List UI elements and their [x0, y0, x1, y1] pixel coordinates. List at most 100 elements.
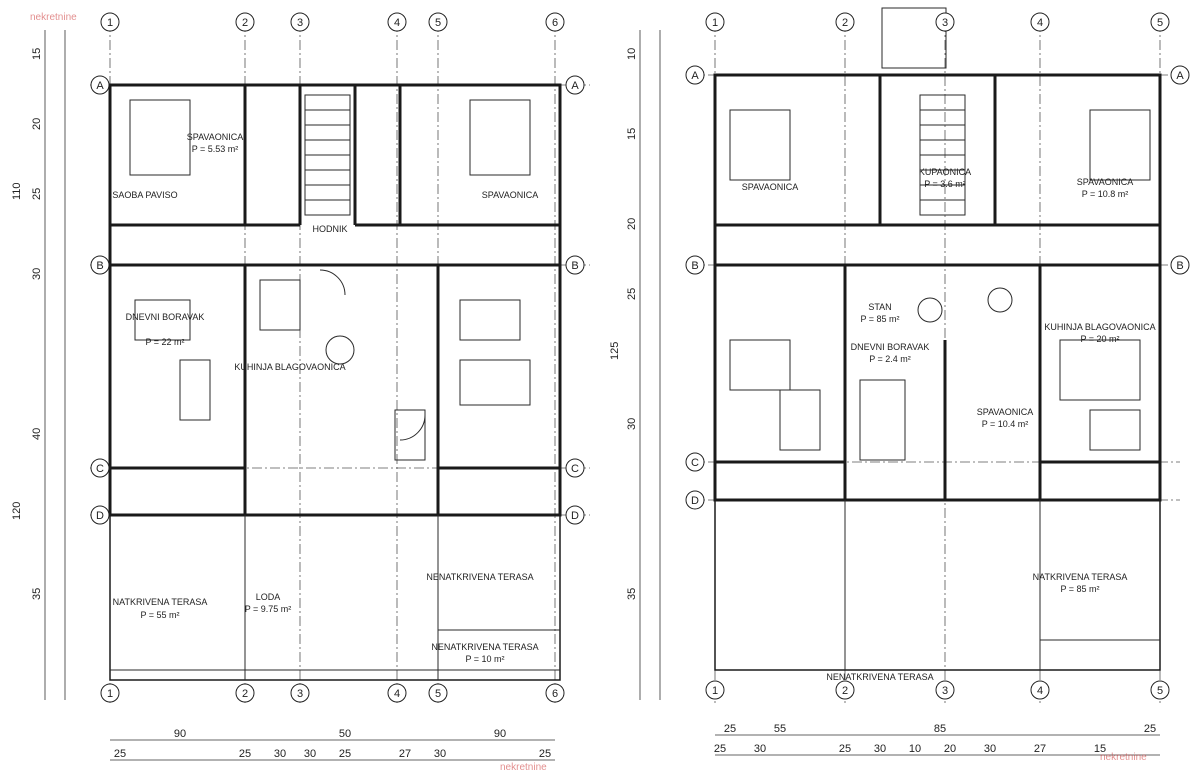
- room-area: P = 55 m²: [140, 610, 179, 620]
- dim-label: 30: [874, 743, 886, 755]
- room-name: NENATKRIVENA TERASA: [426, 572, 533, 582]
- left-staircase: [304, 94, 351, 216]
- grid-label-5-bottom: 5: [1157, 685, 1163, 697]
- grid-label-3-bottom: 3: [297, 688, 303, 700]
- room-area: P = 10 m²: [465, 654, 504, 664]
- row-label-c: C: [96, 463, 104, 475]
- room-name: NENATKRIVENA TERASA: [826, 672, 933, 682]
- grid-label-1-bottom: 1: [107, 688, 113, 700]
- room-name: SPAVAONICA: [187, 132, 244, 142]
- left-dimension-lines: 90 50 90 25 25 30 30 25 27 30 25: [110, 728, 555, 761]
- dim-label: 20: [944, 743, 956, 755]
- row-label-a: A: [96, 80, 104, 92]
- row-label-a: A: [691, 70, 699, 82]
- grid-label-5: 5: [435, 17, 441, 29]
- right-interior-walls: [715, 75, 1160, 670]
- right-row-bubbles: A B C D A B: [685, 65, 1190, 510]
- left-grid-bubbles-top: 1 2 3 4 5 6: [100, 12, 565, 32]
- row-label-d: D: [691, 495, 699, 507]
- row-label-d: D: [96, 510, 104, 522]
- row-label-a-right: A: [1176, 70, 1184, 82]
- dim-label: 20: [31, 118, 43, 130]
- right-grid-lines: [690, 22, 1180, 705]
- dim-label: 30: [31, 268, 43, 280]
- room-name: SPAVAONICA: [977, 407, 1034, 417]
- dim-label: 35: [626, 588, 638, 600]
- dim-label: 25: [714, 743, 726, 755]
- room-name: NATKRIVENA TERASA: [1033, 572, 1128, 582]
- dim-label: 10: [909, 743, 921, 755]
- room-area: P = 9.75 m²: [245, 604, 292, 614]
- left-terrace-outline: [109, 514, 561, 681]
- dim-label: 90: [494, 728, 506, 740]
- dim-label: 15: [1094, 743, 1106, 755]
- dim-label: 15: [626, 128, 638, 140]
- room-name: KUHINJA BLAGOVAONICA: [1044, 322, 1155, 332]
- left-furniture: [129, 99, 531, 461]
- right-dimension-lines: 25 55 85 25 25 30 25 30 10 20 30 27 15: [714, 723, 1160, 756]
- grid-label-4: 4: [394, 17, 400, 29]
- room-area: P = 10.4 m²: [982, 419, 1029, 429]
- room-area: P = 85 m²: [1060, 584, 1099, 594]
- grid-label-6: 6: [552, 17, 558, 29]
- watermark-text: nekretnine: [1100, 752, 1147, 763]
- room-area: P = 22 m²: [145, 337, 184, 347]
- room-area: P = 2.4 m²: [869, 354, 911, 364]
- right-grid-bubbles-top: 1 2 3 4 5: [705, 12, 1170, 32]
- dim-label: 25: [1144, 723, 1156, 735]
- right-floor-plan: 1 2 3 4 5 1 2 3 4 5 A B C: [609, 7, 1190, 756]
- grid-label-5-bottom: 5: [435, 688, 441, 700]
- room-name: SPAVAONICA: [742, 182, 799, 192]
- grid-label-1-bottom: 1: [712, 685, 718, 697]
- room-name: DNEVNI BORAVAK: [851, 342, 930, 352]
- row-label-c: C: [691, 457, 699, 469]
- dim-label: 40: [31, 428, 43, 440]
- grid-label-5: 5: [1157, 17, 1163, 29]
- grid-label-4-bottom: 4: [1037, 685, 1043, 697]
- dim-label: 85: [934, 723, 946, 735]
- room-name: KUPAONICA: [919, 167, 971, 177]
- dim-label: 20: [626, 218, 638, 230]
- dim-label: 10: [626, 48, 638, 60]
- left-floor-plan: 1 2 3 4 5 6 1 2 3 4 5 6: [11, 12, 590, 761]
- row-label-b: B: [96, 260, 103, 272]
- dim-label: 25: [839, 743, 851, 755]
- row-label-c-right: C: [571, 463, 579, 475]
- room-name: SAOBA PAVISO: [112, 190, 177, 200]
- grid-label-2-bottom: 2: [242, 688, 248, 700]
- watermark-text: nekretnine: [500, 762, 547, 773]
- room-name: NENATKRIVENA TERASA: [431, 642, 538, 652]
- dim-label: 25: [31, 188, 43, 200]
- dim-label: 25: [239, 748, 251, 760]
- grid-label-4: 4: [1037, 17, 1043, 29]
- grid-label-2-bottom: 2: [842, 685, 848, 697]
- room-area: P = 85 m²: [860, 314, 899, 324]
- room-name: LODA: [256, 592, 281, 602]
- row-label-b: B: [691, 260, 698, 272]
- dim-label: 90: [174, 728, 186, 740]
- dim-label: 30: [304, 748, 316, 760]
- dim-label: 55: [774, 723, 786, 735]
- dim-label: 25: [114, 748, 126, 760]
- room-name: HODNIK: [312, 224, 347, 234]
- left-row-bubbles: A B C D A B C D: [90, 75, 585, 525]
- left-grid-bubbles-bottom: 1 2 3 4 5 6: [100, 683, 565, 703]
- dim-label: 30: [274, 748, 286, 760]
- dim-label: 120: [11, 502, 23, 520]
- dim-label: 25: [339, 748, 351, 760]
- right-exterior-wall: [713, 73, 1162, 502]
- dim-label: 27: [399, 748, 411, 760]
- grid-label-3: 3: [297, 17, 303, 29]
- grid-label-4-bottom: 4: [394, 688, 400, 700]
- row-label-b-right: B: [571, 260, 578, 272]
- dim-label: 25: [626, 288, 638, 300]
- dim-label: 27: [1034, 743, 1046, 755]
- right-terrace-outline: [714, 499, 1161, 671]
- right-room-labels: SPAVAONICA P = 10.8 m² KUPAONICA P = 3.6…: [742, 167, 1156, 682]
- dim-label: 35: [31, 588, 43, 600]
- right-staircase: [881, 7, 966, 216]
- dim-label: 25: [539, 748, 551, 760]
- row-label-a-right: A: [571, 80, 579, 92]
- watermark-text: nekretnine: [30, 12, 77, 23]
